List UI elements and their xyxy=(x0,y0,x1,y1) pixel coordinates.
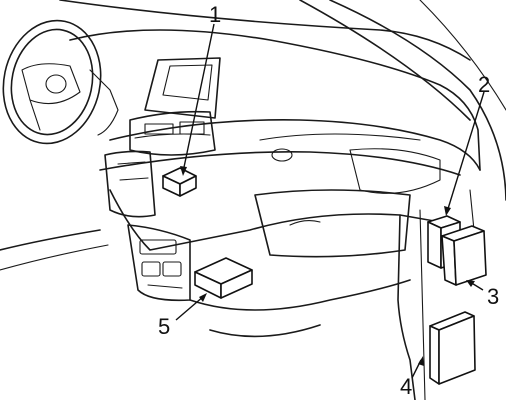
leader-lines xyxy=(175,23,485,379)
callout-4: 4 xyxy=(400,374,412,399)
fuse-box-4 xyxy=(429,311,476,385)
glovebox xyxy=(189,148,479,400)
callout-5: 5 xyxy=(158,314,170,339)
callout-2: 2 xyxy=(478,72,490,97)
fuse-box-5 xyxy=(194,257,253,299)
steering-wheel xyxy=(2,19,119,145)
center-stack xyxy=(104,57,221,302)
callout-1: 1 xyxy=(209,2,221,27)
callout-3: 3 xyxy=(487,284,499,309)
fuse-box-1 xyxy=(162,167,197,197)
fuse-box-3 xyxy=(441,225,487,286)
dashboard-outline xyxy=(0,29,481,271)
windshield-lines xyxy=(59,0,506,201)
